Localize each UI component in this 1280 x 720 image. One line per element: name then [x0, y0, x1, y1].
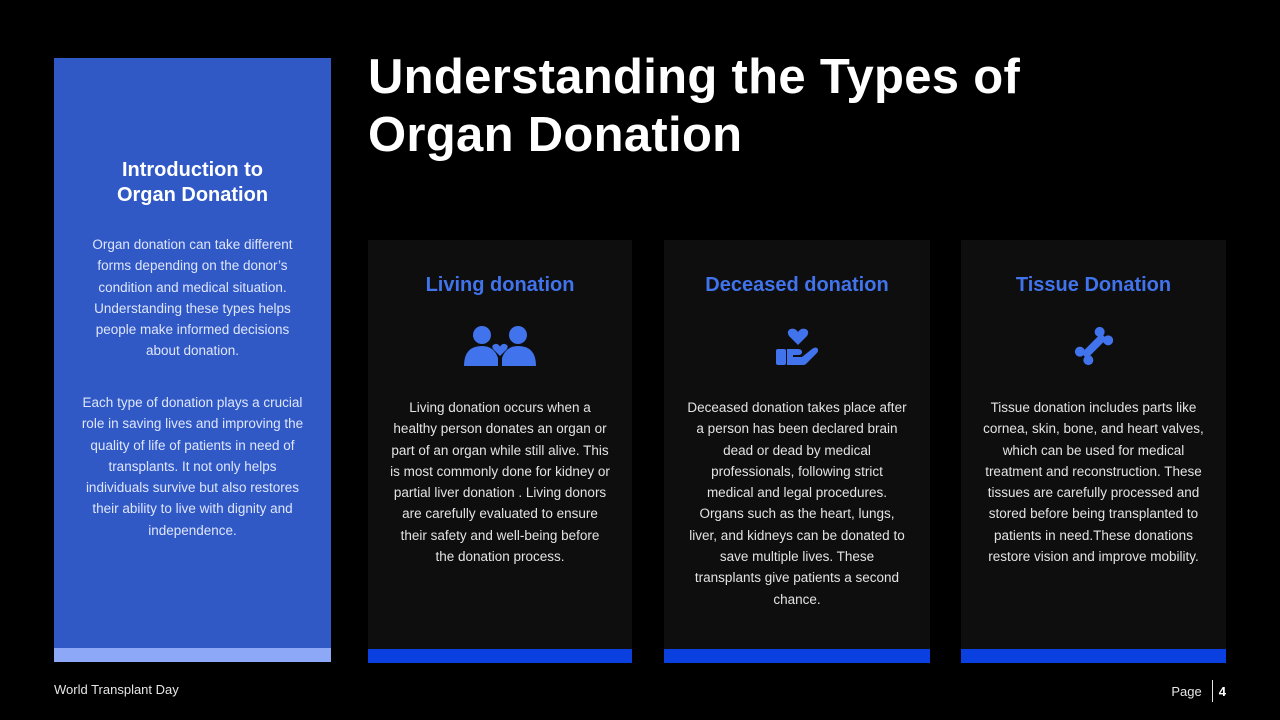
card-deceased-donation [664, 240, 930, 649]
intro-panel [54, 58, 331, 648]
page-indicator: Page 4 [1171, 680, 1226, 702]
page-label: Page [1171, 683, 1202, 699]
page-title-line2: Organ Donation [368, 108, 743, 162]
intro-paragraph-1: Organ donation can take different forms … [92, 237, 293, 359]
intro-title-line1: Introduction to [121, 159, 264, 181]
page-number: 4 [1218, 683, 1226, 699]
card-accent-bar [961, 649, 1226, 663]
intro-paragraph-2: Each type of donation plays a crucial ro… [81, 395, 304, 538]
card-title: Deceased donation [705, 274, 889, 296]
page-title: Understanding the Types of Organ Donatio… [368, 48, 1168, 164]
card-text: Tissue donation includes parts like corn… [983, 400, 1204, 565]
card-text: Deceased donation takes place after a pe… [687, 400, 907, 607]
intro-accent-strip [54, 648, 331, 662]
people-heart-icon [368, 324, 632, 368]
hand-heart-icon [664, 324, 930, 368]
card-tissue-donation [961, 240, 1226, 649]
intro-title: Introduction to Organ Donation [54, 158, 331, 208]
card-title: Tissue Donation [1015, 274, 1172, 296]
footer-event-name: World Transplant Day [54, 682, 179, 697]
page-title-line1: Understanding the Types of [368, 50, 1021, 104]
card-accent-bar [368, 649, 632, 663]
bone-icon [961, 324, 1226, 368]
card-living-donation [368, 240, 632, 649]
intro-title-line2: Organ Donation [116, 184, 269, 206]
card-accent-bar [664, 649, 930, 663]
card-text: Living donation occurs when a healthy pe… [390, 400, 610, 565]
page-divider [1211, 680, 1213, 702]
card-title: Living donation [425, 274, 575, 296]
